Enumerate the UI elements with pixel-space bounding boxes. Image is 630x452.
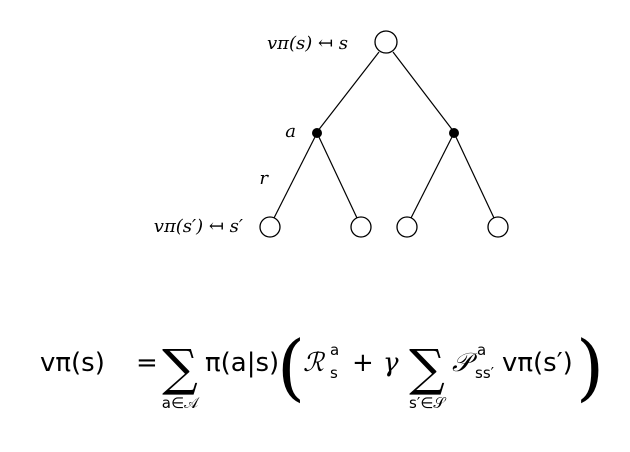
reward-label: r — [259, 168, 269, 189]
action-node-left — [312, 128, 322, 138]
tree-edges — [273, 51, 495, 219]
equation-equals: = — [136, 348, 158, 378]
reward-subscript: s — [330, 364, 338, 382]
leaf-state-node-4 — [487, 216, 509, 238]
edge-root-to-action-right — [392, 51, 455, 133]
action-nodes — [312, 128, 459, 138]
transition-subscript: ss′ — [475, 364, 495, 382]
plus-sign: + — [352, 348, 374, 378]
edge-action-right-to-leaf-4 — [454, 134, 495, 219]
edge-action-left-to-leaf-2 — [317, 134, 358, 219]
edge-action-right-to-leaf-3 — [410, 134, 454, 219]
bellman-equation: vπ(s) = ∑ a∈𝒜 π(a|s) ( ℛ a s + γ ∑ s′∈𝒮 … — [40, 325, 604, 412]
inner-sum-symbol: ∑ — [409, 339, 445, 397]
gamma-symbol: γ — [383, 348, 399, 378]
leaf-state-node-1 — [259, 216, 281, 238]
state-nodes — [259, 30, 509, 238]
reward-term: ℛ — [303, 348, 326, 378]
leaf-state-node-2 — [350, 216, 372, 238]
transition-superscript: a — [477, 341, 486, 359]
root-state-label: vπ(s) ↤ s — [267, 33, 348, 54]
inner-sum-subscript: s′∈𝒮 — [409, 394, 446, 412]
leaf-state-label: vπ(s′) ↤ s′ — [154, 216, 243, 237]
open-paren: ( — [277, 325, 305, 409]
close-paren: ) — [576, 325, 604, 409]
edge-action-left-to-leaf-1 — [273, 134, 317, 219]
next-state-value: vπ(s′) — [502, 348, 573, 378]
action-label: a — [285, 121, 296, 142]
equation-lhs: vπ(s) — [40, 348, 105, 378]
edge-root-to-action-left — [316, 51, 380, 133]
leaf-state-node-3 — [396, 216, 418, 238]
reward-superscript: a — [330, 341, 339, 359]
outer-sum-subscript: a∈𝒜 — [162, 394, 200, 412]
action-node-right — [449, 128, 459, 138]
outer-sum-symbol: ∑ — [162, 339, 198, 397]
root-state-node — [374, 30, 398, 54]
policy-term: π(a|s) — [205, 348, 279, 378]
